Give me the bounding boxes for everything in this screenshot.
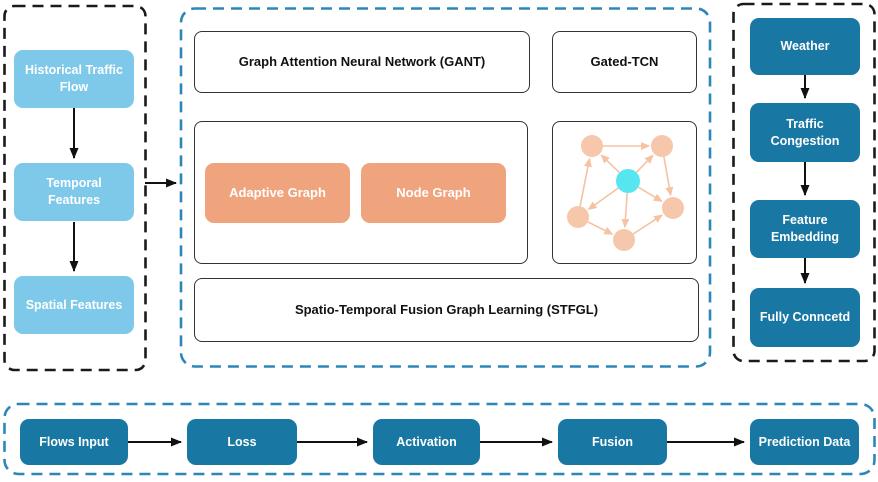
- right-panel-dashed-border: [732, 2, 876, 363]
- bottom-panel-dashed-border: [3, 402, 876, 476]
- activation-box: Activation: [373, 419, 480, 465]
- graph-node-top-right: [651, 135, 673, 157]
- temporal-features-box: Temporal Features: [14, 163, 134, 221]
- graph-node-top-left: [581, 135, 603, 157]
- graph-node-right: [662, 197, 684, 219]
- traffic-congestion-box: Traffic Congestion: [750, 103, 860, 162]
- adaptive-graph-box: Adaptive Graph: [205, 163, 350, 223]
- graph-node-bottom-center: [613, 229, 635, 251]
- weather-box: Weather: [750, 18, 860, 75]
- spatial-features-box: Spatial Features: [14, 276, 134, 334]
- graph-node-bottom-left: [567, 206, 589, 228]
- node-graph-box: Node Graph: [361, 163, 506, 223]
- flows-input-box: Flows Input: [20, 419, 128, 465]
- fusion-box: Fusion: [558, 419, 667, 465]
- loss-box: Loss: [187, 419, 297, 465]
- left-panel-dashed-border: [3, 4, 147, 372]
- graph-illustration: [567, 135, 684, 251]
- prediction-data-box: Prediction Data: [750, 419, 859, 465]
- gant-box: Graph Attention Neural Network (GANT): [194, 31, 530, 93]
- stfgl-box: Spatio-Temporal Fusion Graph Learning (S…: [194, 278, 699, 342]
- fully-connected-box: Fully Conncetd: [750, 288, 860, 347]
- center-panel-dashed-border: [179, 7, 712, 368]
- feature-embedding-box: Feature Embedding: [750, 200, 860, 258]
- gated-tcn-box: Gated-TCN: [552, 31, 697, 93]
- historical-traffic-flow-box: Historical Traffic Flow: [14, 50, 134, 108]
- graph-node-center: [616, 169, 640, 193]
